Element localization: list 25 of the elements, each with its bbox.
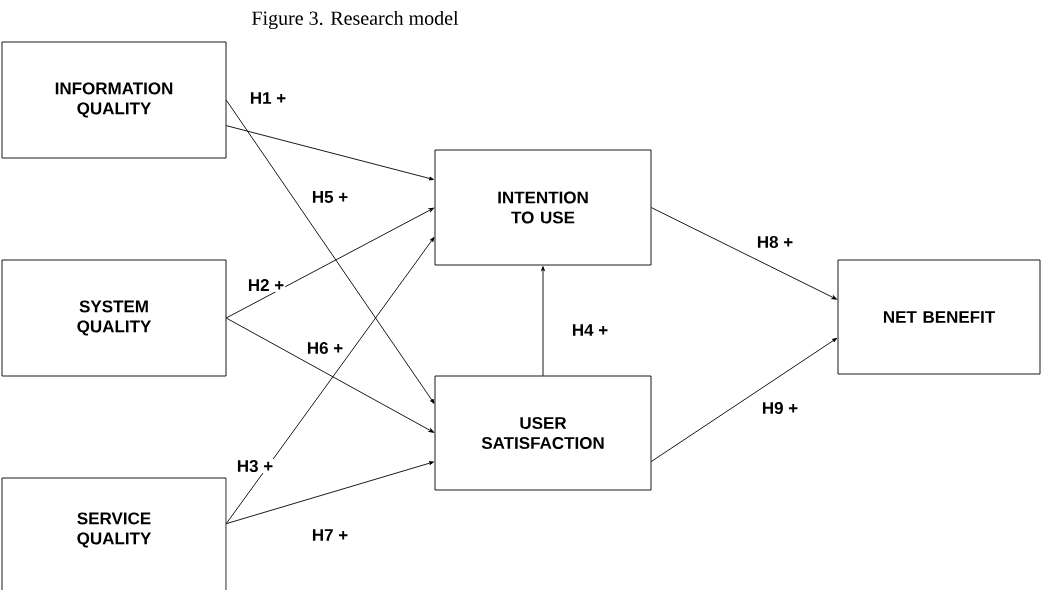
edge-label: H7 +: [310, 528, 350, 542]
edge-label: H1 +: [248, 91, 288, 105]
edge-label: H2 +: [246, 278, 286, 292]
arrow: [650, 207, 838, 300]
arrow: [650, 337, 838, 463]
edge-label: H9 +: [760, 401, 800, 415]
construct-box: INTENTION TO USE: [434, 149, 652, 266]
arrow: [225, 461, 434, 525]
edge-label: H8 +: [755, 235, 795, 249]
construct-box: NET BENEFIT: [837, 259, 1041, 375]
arrow: [541, 266, 545, 377]
arrow: [225, 207, 435, 319]
construct-box: USER SATISFACTION: [434, 375, 652, 491]
edge-label: H6 +: [305, 341, 345, 355]
edge-label: H5 +: [310, 190, 350, 204]
arrow: [225, 317, 435, 433]
edge-label: H4 +: [570, 323, 610, 337]
figure-title: Figure 3. Research model: [252, 10, 459, 30]
edge-label: H3 +: [235, 459, 275, 474]
arrow: [225, 125, 434, 181]
arrow: [225, 99, 435, 404]
construct-box: SYSTEM QUALITY: [1, 259, 227, 377]
construct-box: INFORMATION QUALITY: [1, 41, 227, 159]
construct-box: SERVICE QUALITY: [1, 477, 227, 590]
arrow: [225, 237, 435, 525]
